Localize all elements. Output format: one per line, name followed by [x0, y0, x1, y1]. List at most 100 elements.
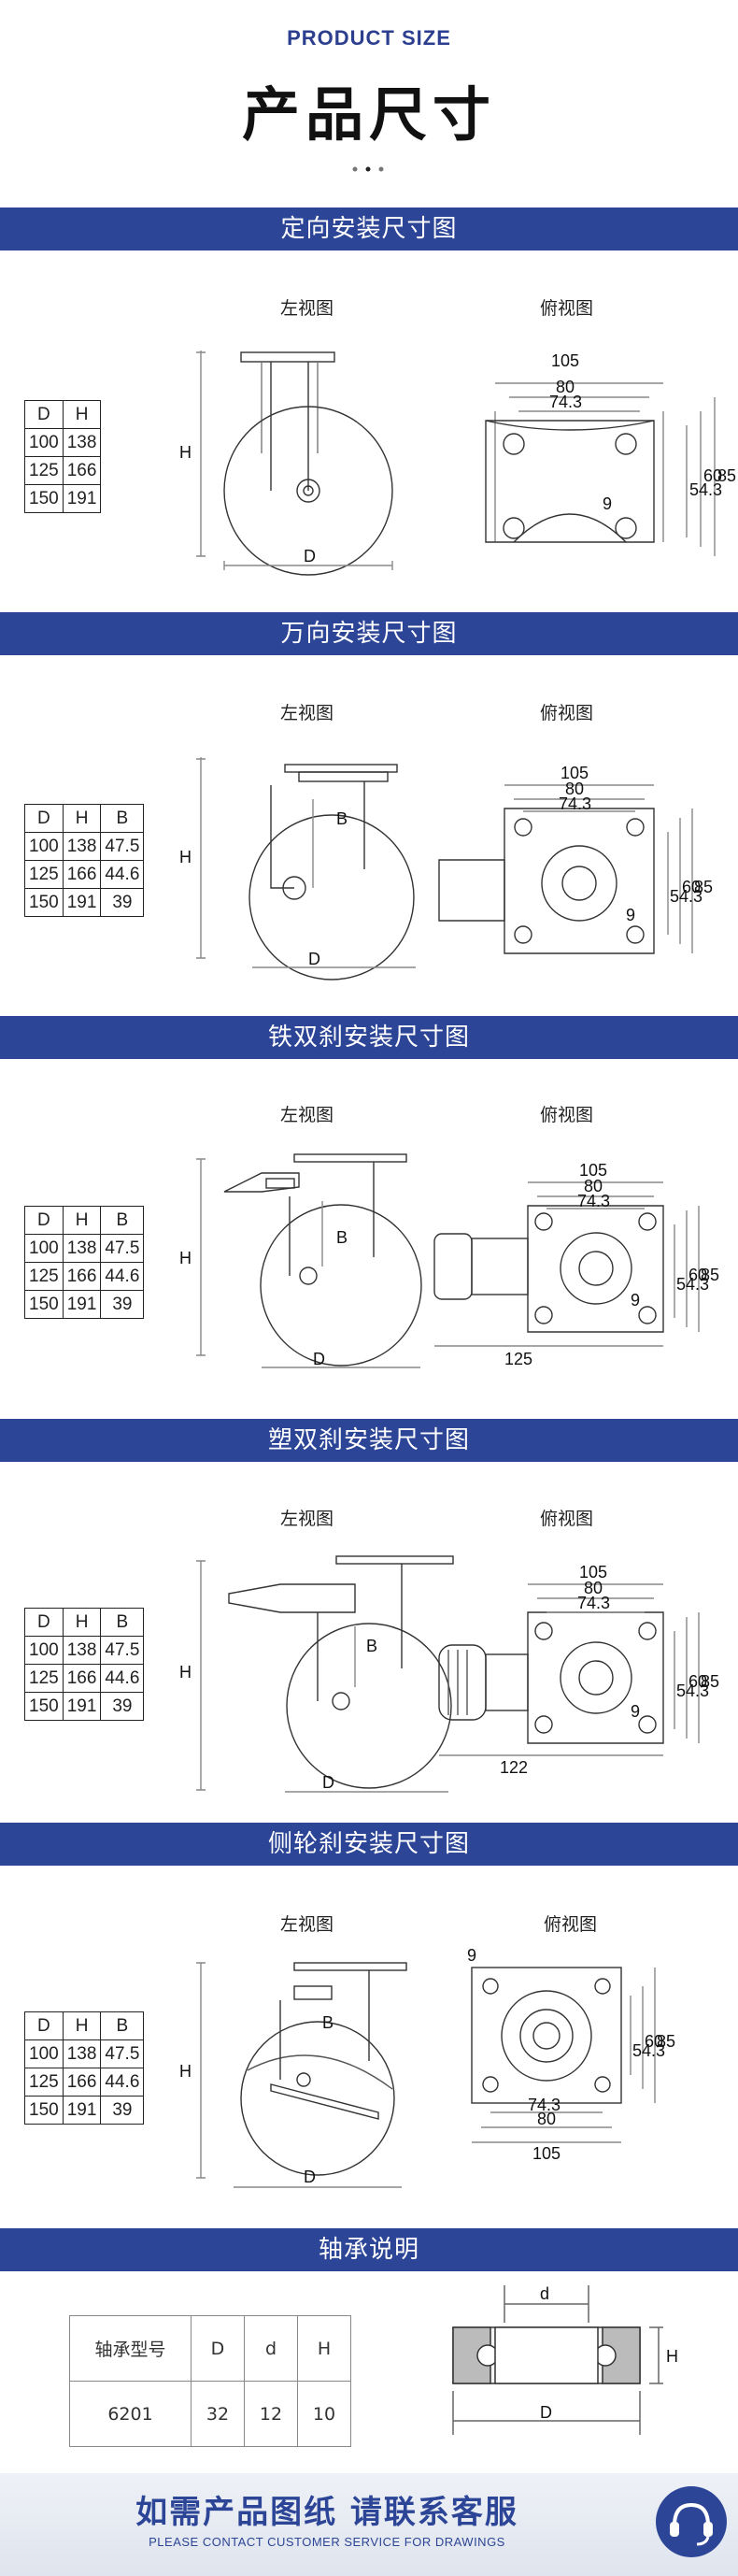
dim-label: B: [336, 809, 348, 828]
table-cell: 10: [297, 2381, 351, 2447]
dim-label: 60: [645, 2032, 663, 2051]
dim-label: 105: [551, 351, 579, 370]
dim-label: 122: [500, 1758, 528, 1777]
dim-label: 54.3: [676, 1275, 709, 1294]
table-cell: 150: [24, 1290, 64, 1319]
table-cell: 166: [62, 1262, 102, 1291]
table-cell: 191: [62, 484, 102, 513]
dim-label: 105: [579, 1563, 607, 1581]
table-cell: 39: [100, 1692, 145, 1721]
left-view-label: 左视图: [280, 1914, 334, 1935]
table-cell: 44.6: [100, 1262, 145, 1291]
fixed-caster-top-drawing: 105 80 74.3 9 54.3 60 85: [485, 351, 736, 556]
table-header: H: [62, 804, 102, 833]
dim-label: 60: [688, 1266, 707, 1284]
table-header: B: [100, 804, 145, 833]
table-header: D: [191, 2315, 245, 2382]
table-cell: 150: [24, 484, 64, 513]
table-cell: 166: [62, 860, 102, 889]
table-cell: 32: [191, 2381, 245, 2447]
dim-label: D: [540, 2403, 552, 2422]
table-cell: 125: [24, 2068, 64, 2097]
headset-icon[interactable]: [654, 2484, 729, 2559]
dim-label: 74.3: [549, 393, 582, 411]
table-cell: 191: [62, 1692, 102, 1721]
section-band-1: 定向安装尺寸图: [0, 208, 738, 250]
section-band-bearing: 轴承说明: [0, 2228, 738, 2271]
table-header: B: [100, 1206, 145, 1235]
table-cell: 44.6: [100, 860, 145, 889]
table-cell: 39: [100, 888, 145, 917]
top-view-label: 俯视图: [540, 1105, 594, 1125]
dim-label: d: [540, 2284, 549, 2303]
dim-label: D: [313, 1350, 325, 1368]
left-view-label: 左视图: [280, 298, 334, 319]
dim-label: 74.3: [528, 2096, 561, 2114]
dim-label: H: [179, 2062, 192, 2081]
section-band-4: 塑双刹安装尺寸图: [0, 1419, 738, 1462]
top-view-label: 俯视图: [544, 1914, 598, 1935]
table-header: D: [24, 1206, 64, 1235]
dim-label: 80: [537, 2110, 556, 2128]
dim-label: 9: [603, 494, 612, 513]
plastic-brake-top-drawing: 105 80 74.3 9 54.3 60 85 122: [438, 1563, 719, 1777]
table-cell: 100: [24, 1234, 64, 1263]
dim-label: H: [179, 443, 192, 462]
table-header: H: [62, 2011, 102, 2040]
table-cell: 150: [24, 1692, 64, 1721]
table-cell: 39: [100, 1290, 145, 1319]
dim-label: H: [179, 848, 192, 866]
dim-label: H: [666, 2347, 678, 2366]
dim-label: 74.3: [577, 1594, 610, 1612]
table-cell: 125: [24, 456, 64, 485]
dim-label: 54.3: [689, 480, 722, 499]
dim-label: 85: [694, 878, 713, 896]
bearing-drawing: d D H: [452, 2284, 678, 2435]
table-header: H: [62, 1608, 102, 1637]
dim-label: D: [304, 547, 316, 565]
table-cell: 138: [62, 428, 102, 457]
dim-label: B: [366, 1637, 377, 1655]
dim-label: B: [336, 1228, 348, 1247]
dim-label: 85: [701, 1266, 719, 1284]
footer: 如需产品图纸 请联系客服 PLEASE CONTACT CUSTOMER SER…: [0, 2473, 738, 2576]
dim-label: 9: [631, 1291, 640, 1309]
side-brake-top-drawing: 9 54.3 60 85 74.3 80 105: [467, 1946, 675, 2163]
left-view-label: 左视图: [280, 1509, 334, 1529]
table-cell: 191: [62, 2096, 102, 2125]
dim-label: 105: [561, 764, 589, 782]
dim-label: 60: [703, 466, 722, 485]
table-header: H: [62, 1206, 102, 1235]
dim-label: 80: [584, 1579, 603, 1597]
table-header: H: [62, 400, 102, 429]
dim-label: 80: [584, 1177, 603, 1195]
left-view-label: 左视图: [280, 703, 334, 723]
table-header: d: [244, 2315, 298, 2382]
dim-label: 85: [657, 2032, 675, 2051]
table-cell: 191: [62, 1290, 102, 1319]
table-cell: 125: [24, 1664, 64, 1693]
table-header: H: [297, 2315, 351, 2382]
dim-label: H: [179, 1663, 192, 1682]
footer-cn: 如需产品图纸 请联系客服: [135, 2494, 518, 2531]
dim-label: 9: [631, 1702, 640, 1721]
top-view-label: 俯视图: [540, 1509, 594, 1529]
bearing-table: 轴承型号 D d H 6201 32 12 10: [69, 2315, 351, 2447]
table-cell: 100: [24, 832, 64, 861]
table-cell: 100: [24, 428, 64, 457]
table-header: D: [24, 400, 64, 429]
table-cell: 47.5: [100, 832, 145, 861]
table-cell: 125: [24, 860, 64, 889]
dim-label: 54.3: [670, 887, 703, 906]
dim-label: H: [179, 1249, 192, 1267]
dim-label: 80: [556, 378, 575, 396]
dim-label: D: [304, 2168, 316, 2186]
table-cell: 166: [62, 1664, 102, 1693]
table-header: D: [24, 2011, 64, 2040]
fixed-caster-side-drawing: H D: [179, 351, 393, 576]
header-cn: 产品尺寸: [241, 80, 496, 149]
